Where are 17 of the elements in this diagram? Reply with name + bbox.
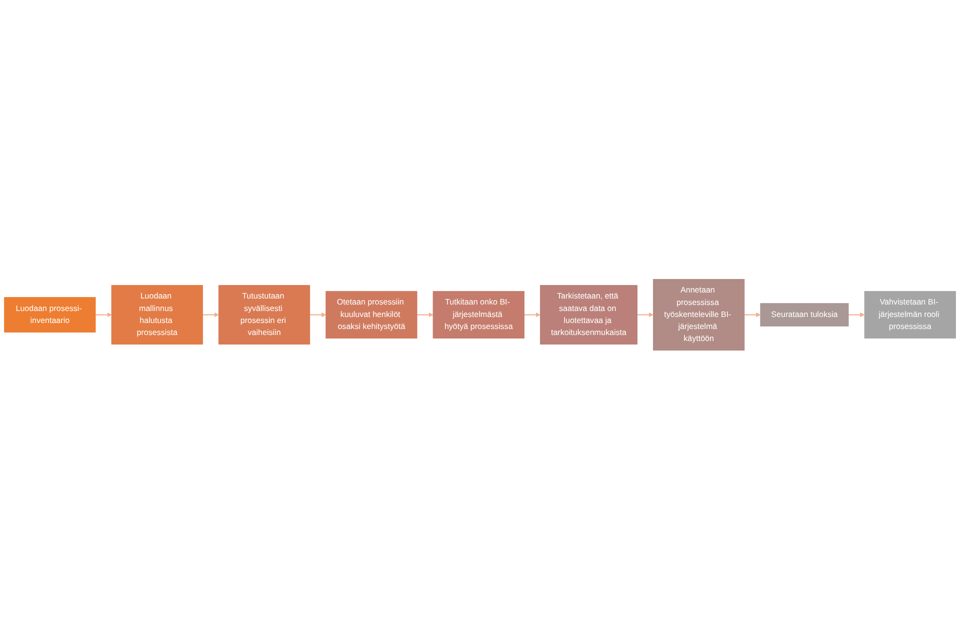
arrow — [744, 312, 761, 318]
arrow — [202, 312, 219, 318]
node-box: Tutkitaan onko BI- järjestelmästä hyötyä prosessissa — [432, 291, 524, 339]
arrow — [524, 312, 540, 318]
arrow — [848, 312, 865, 318]
arrow — [95, 312, 112, 318]
node-box: Luodaan mallinnus halutusta prosessista — [111, 285, 203, 345]
node-box: Seurataan tuloksia — [760, 303, 849, 327]
node-box: Tutustutaan syvällisesti prosessin eri vaiheisiin — [218, 285, 310, 345]
node-box: Otetaan prosessiin kuuluvat henkilöt osaksi kehitystyötä — [326, 291, 418, 339]
node-box: Annetaan prosessissa työskenteleville BI- järjestelmä käyttöön — [653, 279, 745, 351]
arrow — [637, 312, 654, 318]
node-box: Luodaan prosessi- inventaario — [4, 297, 96, 333]
arrow — [417, 312, 434, 318]
arrow — [310, 312, 326, 318]
node-box: Tarkistetaan, että saatava data on luotettavaa ja tarkoituksenmukaista — [540, 285, 638, 345]
node-box: Vahvistetaan BI- järjestelmän rooli prosessissa — [864, 291, 956, 339]
